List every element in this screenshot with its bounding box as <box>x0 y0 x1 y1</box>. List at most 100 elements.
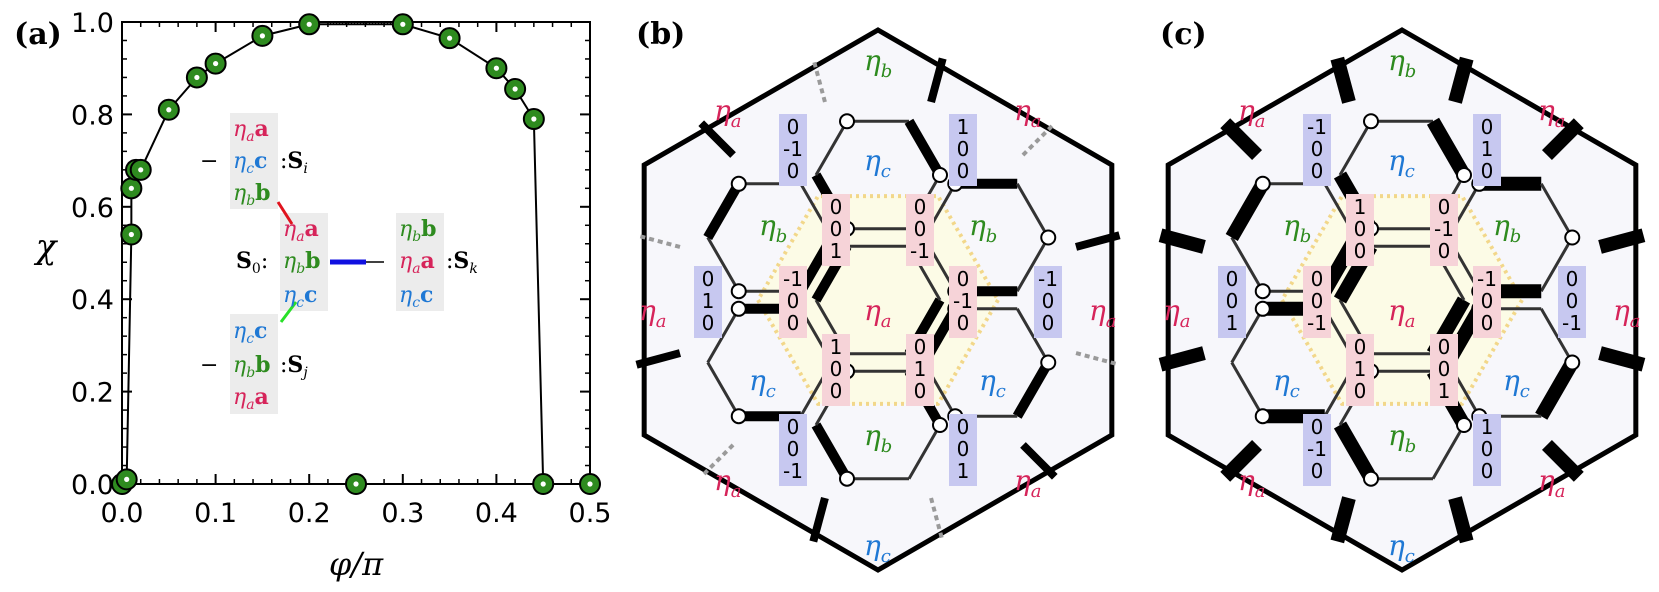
lattice-bond <box>1015 236 1050 292</box>
vector-label: 00-1 <box>1303 266 1331 338</box>
y-tick-label: 0.4 <box>71 285 114 316</box>
vector-label: 010 <box>1473 114 1501 186</box>
center-hexagon <box>755 194 1001 406</box>
vector-component: 0 <box>914 335 927 359</box>
data-point <box>298 13 321 36</box>
lattice-bond <box>1230 361 1265 417</box>
x-tick-label: 0.1 <box>194 498 237 529</box>
vector-component: 0 <box>1354 239 1367 263</box>
vector-component: 0 <box>1438 239 1451 263</box>
vector-component: 0 <box>914 217 927 241</box>
vector-component: 0 <box>1438 357 1451 381</box>
vector-label: -100 <box>1303 114 1331 186</box>
data-point <box>204 52 227 75</box>
eta-label: ηa <box>1538 94 1566 132</box>
lattice-site <box>1254 300 1271 317</box>
x-tick-label: 0.0 <box>101 498 144 529</box>
lattice-site <box>1040 354 1057 371</box>
data-point <box>251 24 274 47</box>
vector-component: 0 <box>830 357 843 381</box>
vector-component: -1 <box>1038 267 1058 291</box>
lattice-bond <box>706 308 741 364</box>
lattice-bond <box>1539 236 1574 292</box>
lattice-bond <box>1230 236 1265 292</box>
boundary-bond <box>636 233 681 249</box>
vector-component: 0 <box>1042 311 1055 335</box>
data-point <box>504 77 527 100</box>
lattice-site <box>1363 470 1379 487</box>
vector-component: -1 <box>783 459 803 483</box>
vector-component: 0 <box>1438 335 1451 359</box>
vector-component: 0 <box>1311 459 1324 483</box>
vector-component: -1 <box>1562 311 1582 335</box>
panel-c-label: (c) <box>1160 17 1207 52</box>
boundary-bond <box>1598 346 1646 372</box>
vector-label: 0-10 <box>779 114 807 186</box>
inset-box-sk <box>396 213 444 311</box>
vector-component: 0 <box>702 311 715 335</box>
y-tick-label: 0.0 <box>71 470 114 501</box>
vector-component: 0 <box>1354 217 1367 241</box>
data-point <box>157 98 180 121</box>
eta-label: ηb <box>864 44 892 82</box>
vector-label: 001 <box>1218 266 1246 338</box>
svg-text::Sk: :Sk <box>446 248 478 277</box>
vector-label: 001 <box>822 194 850 266</box>
boundary-bond <box>1542 440 1584 482</box>
eta-label: ηc <box>1388 144 1415 182</box>
vector-component: 0 <box>1566 267 1579 291</box>
lattice-bond <box>907 424 942 480</box>
lattice-site <box>1363 113 1379 130</box>
inset-sk-group: ηbb ηaa :Sk ηcc <box>399 216 478 311</box>
data-markers <box>111 13 601 495</box>
lattice-site <box>1254 283 1271 300</box>
boundary-bond <box>1158 228 1206 254</box>
eta-label: ηa <box>1014 464 1042 502</box>
lattice-bond <box>1431 424 1466 480</box>
vector-component: 0 <box>1481 289 1494 313</box>
x-axis-label: φ/π <box>329 545 384 583</box>
y-tick-label: 1.0 <box>71 8 114 39</box>
y-tick-label: 0.6 <box>71 193 114 224</box>
x-tick-label: 0.4 <box>475 498 518 529</box>
svg-text:ηbb: ηbb <box>399 216 437 245</box>
boundary-bond <box>1448 56 1474 104</box>
vector-component: 0 <box>1311 137 1324 161</box>
lattice-bond <box>1015 308 1050 364</box>
eta-label: ηa <box>1238 464 1266 502</box>
vector-component: 1 <box>1481 415 1494 439</box>
lattice-site <box>730 283 747 300</box>
lattice-bond <box>1333 421 1378 483</box>
data-point <box>532 473 555 495</box>
boundary-bond <box>1542 118 1584 160</box>
vector-component: 0 <box>830 217 843 241</box>
vector-component: 0 <box>1481 437 1494 461</box>
vector-component: 0 <box>1311 289 1324 313</box>
vector-component: 0 <box>787 311 800 335</box>
eta-label: ηb <box>1493 209 1521 247</box>
lattice-bond <box>1015 183 1050 239</box>
vector-component: 0 <box>957 415 970 439</box>
lattice-bond <box>1338 120 1373 176</box>
vector-label: 001 <box>949 414 977 486</box>
vector-label: 010 <box>1346 334 1374 406</box>
lattice-bond <box>703 181 744 241</box>
boundary-bond <box>1158 346 1206 372</box>
lattice-site <box>839 470 855 487</box>
y-axis-label: χ <box>34 227 59 267</box>
eta-label: ηa <box>714 94 742 132</box>
vector-component: 0 <box>1566 289 1579 313</box>
data-point <box>115 468 138 491</box>
vector-label: 010 <box>906 334 934 406</box>
eta-label: ηa <box>639 294 667 332</box>
boundary-bond <box>1075 351 1120 367</box>
x-tick-label: 0.2 <box>288 498 331 529</box>
vector-label: 010 <box>694 266 722 338</box>
vector-label: 100 <box>1346 194 1374 266</box>
lattice-site <box>932 167 948 183</box>
lattice-site <box>1040 229 1057 246</box>
lattice-bond <box>1539 183 1574 239</box>
